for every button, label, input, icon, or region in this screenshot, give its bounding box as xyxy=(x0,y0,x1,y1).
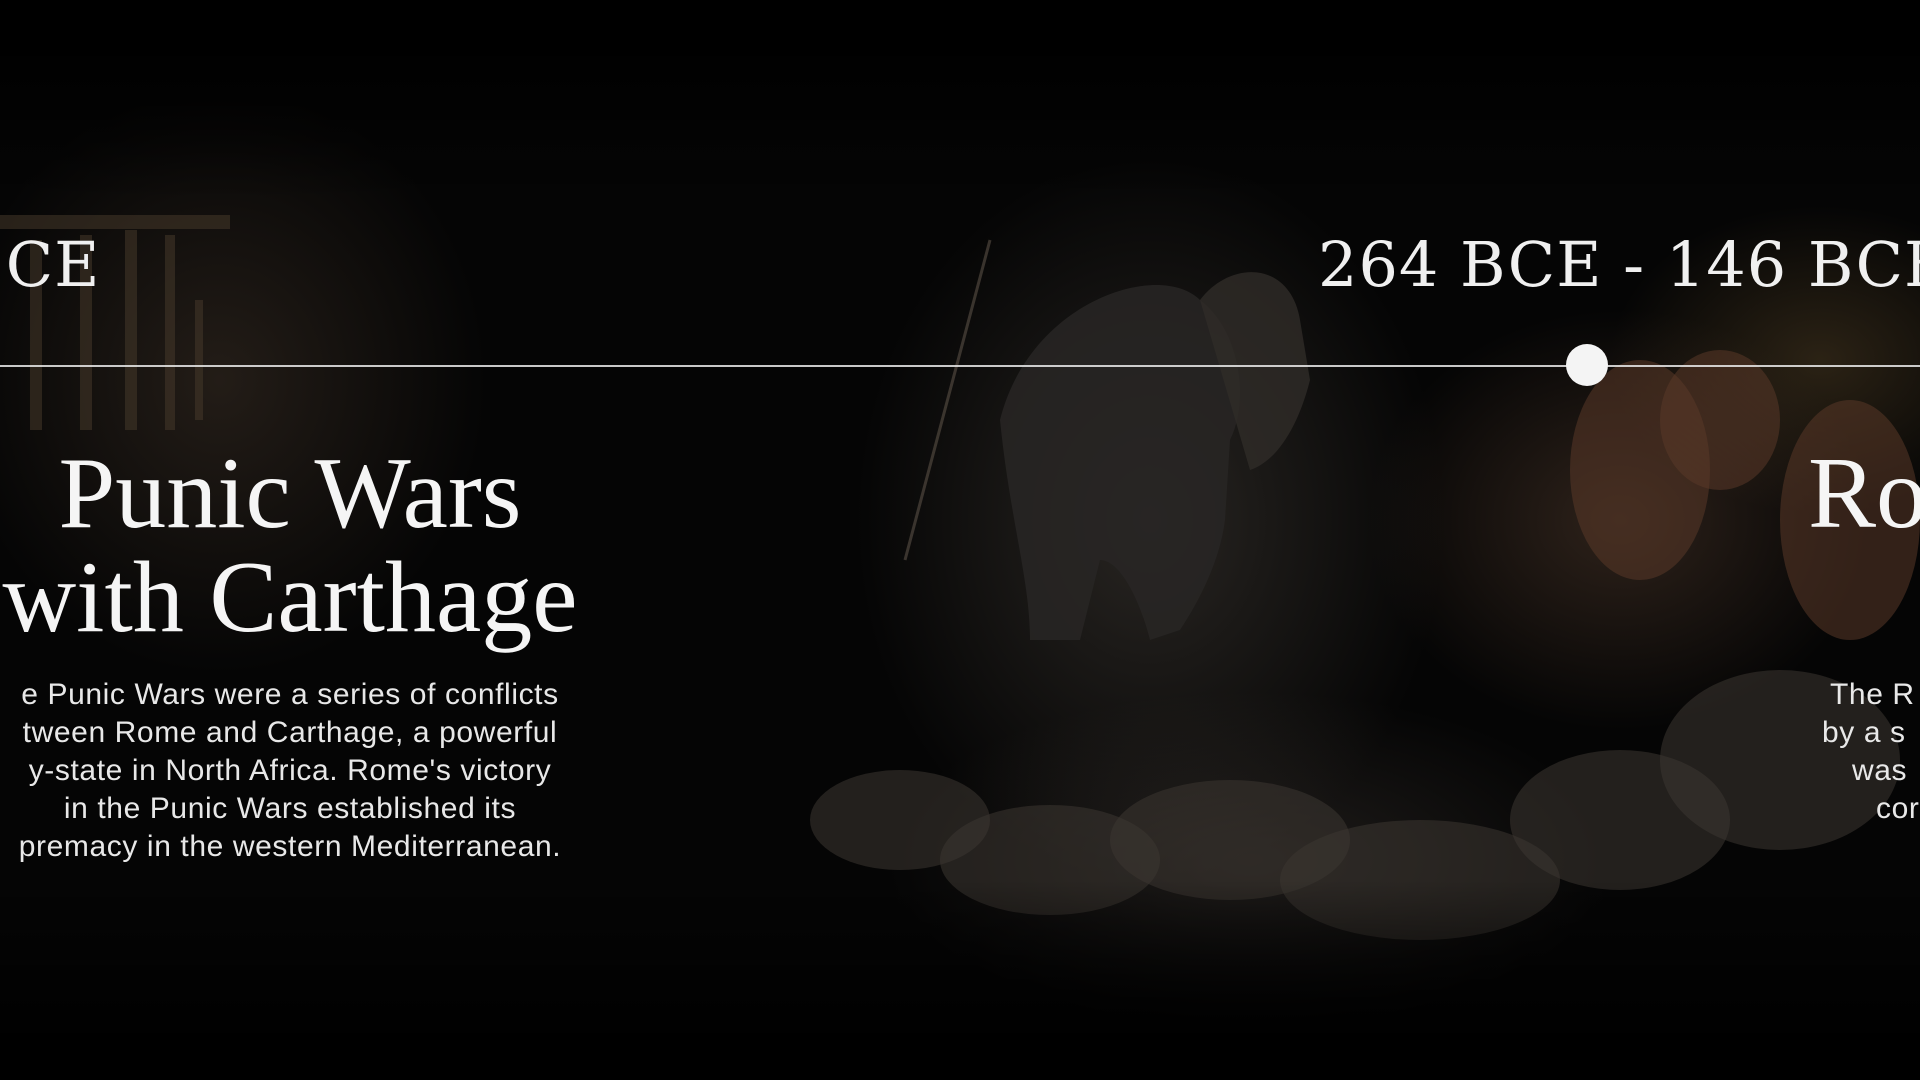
left-event-description: e Punic Wars were a series of conflicts … xyxy=(0,676,600,866)
right-event-description-line: was xyxy=(1852,754,1908,787)
left-event-date: BCE xyxy=(0,228,101,301)
left-event-description-line: e Punic Wars were a series of conflicts xyxy=(21,678,559,711)
right-event-description-line: cor xyxy=(1876,792,1920,825)
left-event-description-line: premacy in the western Mediterranean. xyxy=(18,830,562,863)
right-event-description-line: The R xyxy=(1830,678,1915,711)
timeline-line xyxy=(0,365,1920,367)
left-event-description-line: tween Rome and Carthage, a powerful xyxy=(22,716,558,749)
right-event-date: 264 BCE - 146 BCE xyxy=(1318,228,1920,301)
top-vignette xyxy=(0,0,1920,200)
left-event-description-line: y-state in North Africa. Rome's victory xyxy=(28,754,552,787)
left-event-title-line2: with Carthage xyxy=(2,541,578,654)
bottom-vignette xyxy=(0,880,1920,1080)
right-event-description-line: by a s xyxy=(1822,716,1906,749)
right-event-description: The R by a s was cor xyxy=(1822,676,1920,828)
left-event-title: Punic Wars with Carthage xyxy=(0,442,600,650)
left-event-title-line1: Punic Wars xyxy=(58,437,522,550)
right-event-title: Ro xyxy=(1808,437,1920,550)
timeline-marker-circle-dot-icon[interactable] xyxy=(1566,344,1608,386)
left-event-description-line: in the Punic Wars established its xyxy=(63,792,517,825)
